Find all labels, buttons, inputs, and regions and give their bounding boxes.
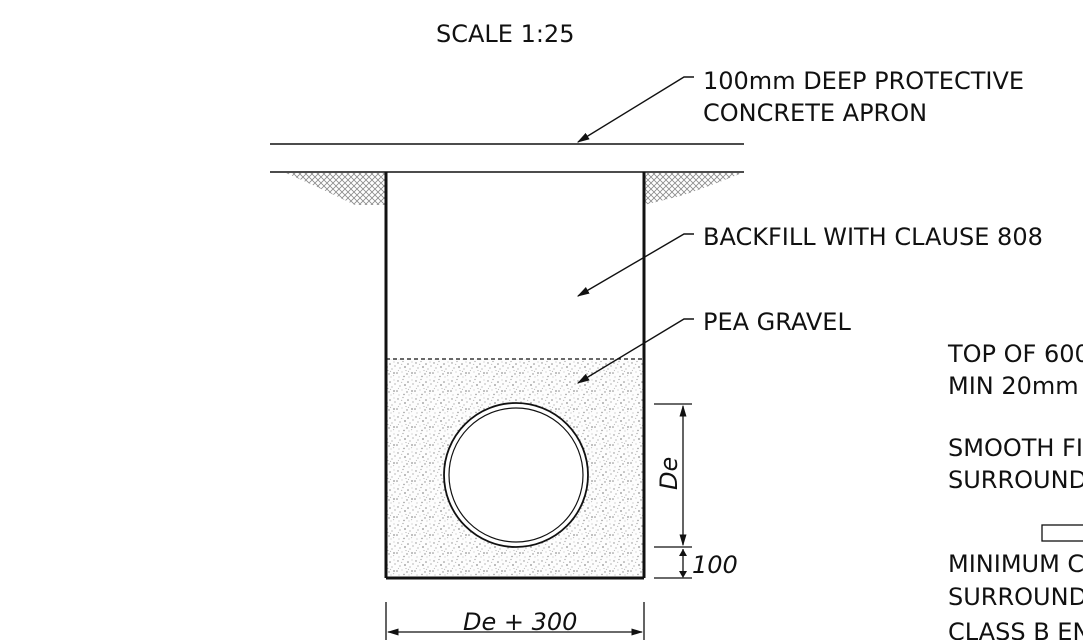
note3-line2: SURROUND O (948, 583, 1083, 611)
trench-width-label: De + 300 (463, 608, 577, 636)
gravel-callout: PEA GRAVEL (576, 308, 851, 384)
gravel-label: PEA GRAVEL (703, 308, 851, 336)
note3-line3: CLASS B EN (948, 618, 1083, 640)
trench-walls (384, 172, 646, 580)
pipe-height-label: De (655, 457, 683, 490)
note1-line2: MIN 20mm F (948, 372, 1083, 400)
backfill-label: BACKFILL WITH CLAUSE 808 (703, 223, 1043, 251)
apron-label-line2: CONCRETE APRON (703, 99, 927, 127)
pipe-section (443, 402, 589, 548)
note2-line1: SMOOTH FINI (948, 434, 1083, 462)
right-notes: TOP OF 600 MIN 20mm F SMOOTH FINI SURROU… (947, 340, 1083, 640)
note3-line1: MINIMUM CON (948, 550, 1083, 578)
bedding-label: 100 (692, 551, 738, 579)
apron-label-line1: 100mm DEEP PROTECTIVE (703, 67, 1024, 95)
note1-line1: TOP OF 600 (947, 340, 1083, 368)
scale-label: SCALE 1:25 (436, 20, 574, 48)
note-symbol-box (1041, 524, 1083, 542)
trench-width-dimension: De + 300 (385, 602, 645, 640)
apron-callout: 100mm DEEP PROTECTIVE CONCRETE APRON (576, 67, 1024, 143)
note2-line2: SURROUND A (948, 466, 1083, 494)
pipe-height-dimension: De 100 (654, 403, 738, 579)
ground-hatch (286, 173, 742, 205)
concrete-apron (270, 143, 744, 173)
backfill-callout: BACKFILL WITH CLAUSE 808 (576, 223, 1043, 297)
